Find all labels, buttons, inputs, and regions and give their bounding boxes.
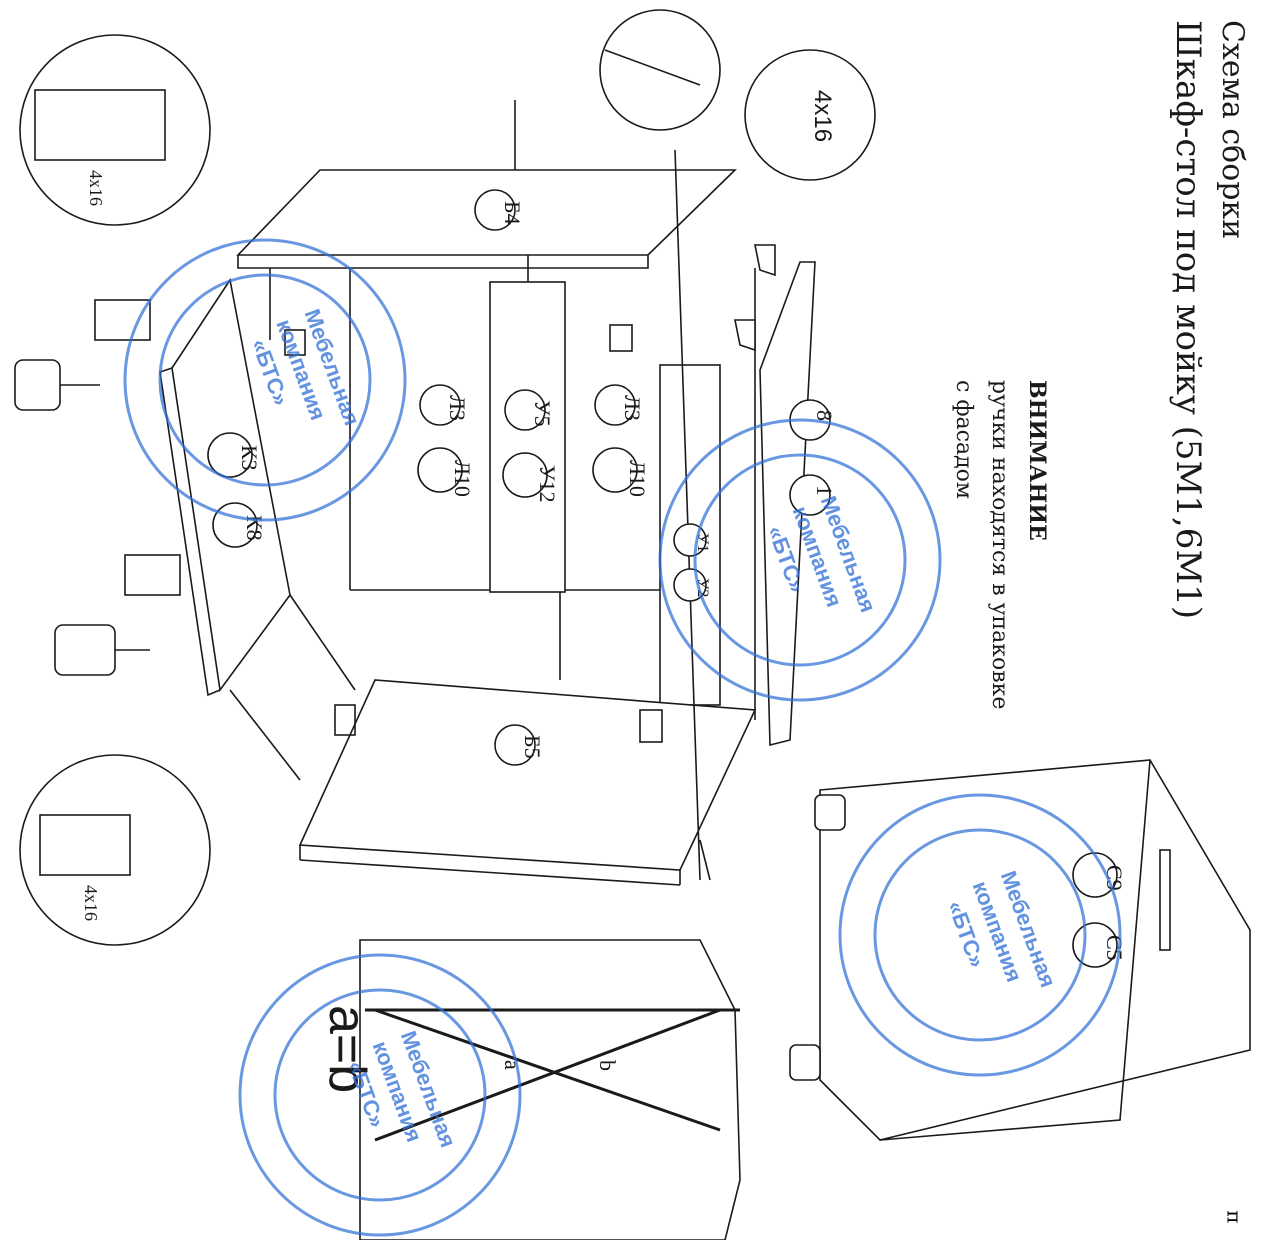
diag-label-a: a bbox=[500, 1060, 525, 1070]
screw-label-left-top: 4x16 bbox=[86, 170, 106, 206]
front-view bbox=[789, 759, 1251, 1141]
diagonal-check: a b a=b bbox=[318, 939, 741, 1240]
label-l3-top: Л3 bbox=[620, 395, 645, 421]
screw-labels: 4x16 4x16 4x16 bbox=[81, 90, 836, 921]
bracket-icon bbox=[754, 244, 776, 277]
detail-insets bbox=[19, 9, 876, 946]
diagonal-frame bbox=[359, 939, 741, 1240]
label-c5: С5 bbox=[1102, 935, 1127, 961]
leg-icon bbox=[124, 554, 181, 596]
bracket-icon bbox=[734, 319, 756, 352]
corner-mark: п bbox=[1222, 1210, 1247, 1224]
label-l3-bottom: Л3 bbox=[445, 395, 470, 421]
label-k3: К3 bbox=[237, 445, 262, 471]
panel-b5 bbox=[298, 679, 757, 871]
legs bbox=[14, 299, 181, 676]
label-u5: У5 bbox=[530, 400, 555, 427]
leg-icon bbox=[54, 624, 116, 676]
label-b4: Б4 bbox=[500, 201, 525, 225]
hinge-icon bbox=[284, 324, 663, 743]
screw-4x16-circle bbox=[744, 49, 876, 181]
handle-icon bbox=[1159, 849, 1171, 951]
diag-label-b: b bbox=[595, 1060, 620, 1071]
label-b5: Б5 bbox=[520, 735, 545, 759]
part-labels: Б4 Б5 Л3 Л10 Л3 Л10 У5 У12 У1 У2 К3 К8 8 bbox=[207, 189, 1127, 968]
leg-icon bbox=[94, 299, 151, 341]
screw-label-left-bottom: 4x16 bbox=[81, 885, 101, 921]
label-8: 8 bbox=[812, 410, 837, 421]
label-l10-top: Л10 bbox=[625, 460, 650, 497]
label-1: 1 bbox=[812, 485, 837, 496]
leg-icon bbox=[14, 359, 61, 411]
diag-rule: a=b bbox=[318, 1005, 376, 1093]
label-u12: У12 bbox=[535, 465, 560, 503]
screw-label-top: 4x16 bbox=[809, 90, 836, 142]
leg-detail-circle bbox=[19, 34, 211, 226]
label-c9: С9 bbox=[1102, 865, 1127, 891]
leg-adjust-circle bbox=[19, 754, 211, 946]
panel-u5 bbox=[489, 281, 566, 593]
label-l10-bottom: Л10 bbox=[450, 460, 475, 497]
